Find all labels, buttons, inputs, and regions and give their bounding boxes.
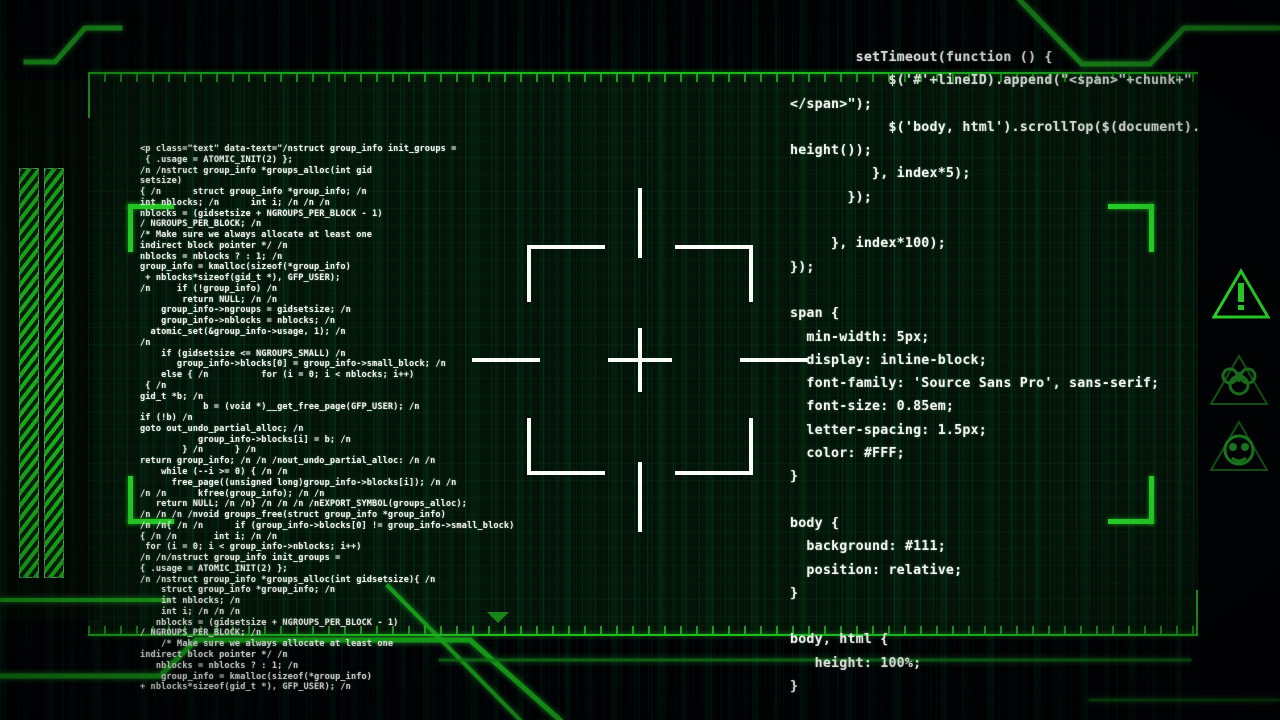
vf-corner-tl-h bbox=[527, 245, 605, 249]
targeting-crosshair[interactable] bbox=[460, 180, 820, 540]
right-code-block: setTimeout(function () { $('#'+lineID).a… bbox=[790, 50, 1201, 695]
vf-tick-left bbox=[472, 358, 540, 362]
vf-tick-bottom bbox=[638, 462, 642, 532]
hatch-bar-left-2 bbox=[44, 168, 64, 578]
vf-corner-br-v bbox=[749, 418, 753, 475]
hatch-bar-left-1 bbox=[19, 168, 39, 578]
vf-corner-br-h bbox=[675, 471, 753, 475]
vf-tick-right bbox=[740, 358, 808, 362]
vf-center-cross-h bbox=[608, 358, 672, 362]
vf-tick-top bbox=[638, 188, 642, 258]
warning-biohazard-icon[interactable] bbox=[1208, 352, 1270, 408]
vf-corner-bl-v bbox=[527, 418, 531, 475]
vf-corner-tl-v bbox=[527, 245, 531, 302]
vf-corner-bl-h bbox=[527, 471, 605, 475]
warning-exclamation-icon[interactable] bbox=[1212, 268, 1270, 320]
vf-corner-tr-h bbox=[675, 245, 753, 249]
vf-corner-tr-v bbox=[749, 245, 753, 302]
ruler-top-left-stem bbox=[88, 72, 90, 118]
warning-radiation-icon[interactable] bbox=[1208, 418, 1270, 474]
